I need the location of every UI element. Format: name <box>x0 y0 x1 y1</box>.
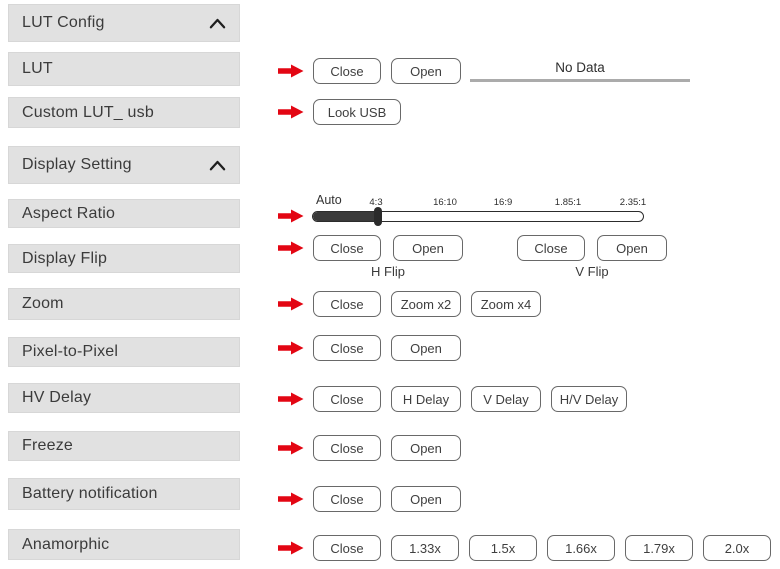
slider-track[interactable] <box>312 207 644 226</box>
aspect-ratio-arrow-row <box>278 209 313 223</box>
aspect-ratio-tick: 4:3 <box>369 197 383 208</box>
aspect-ratio-tick: 16:9 <box>493 197 513 208</box>
slider-thumb[interactable] <box>374 207 382 226</box>
sidebar-item-lut[interactable]: LUT <box>8 52 240 86</box>
v-flip-group: Close Open V Flip <box>517 235 667 279</box>
sidebar-item-label: Battery notification <box>22 485 158 502</box>
section-header-label: Display Setting <box>22 156 132 173</box>
anamorphic-controls-row: Close 1.33x 1.5x 1.66x 1.79x 2.0x <box>278 535 771 561</box>
freeze-close-button[interactable]: Close <box>313 435 381 461</box>
hv-delay-both-button[interactable]: H/V Delay <box>551 386 627 412</box>
section-header-lut-config[interactable]: LUT Config <box>8 4 240 42</box>
freeze-controls-row: Close Open <box>278 435 461 461</box>
h-flip-group: Close Open H Flip <box>313 235 463 279</box>
aspect-ratio-tick: 2.35:1 <box>619 197 647 208</box>
sidebar-item-pixel-to-pixel[interactable]: Pixel-to-Pixel <box>8 337 240 367</box>
red-right-arrow-icon <box>278 105 304 119</box>
anamorphic-close-button[interactable]: Close <box>313 535 381 561</box>
anamorphic-2-0x-button[interactable]: 2.0x <box>703 535 771 561</box>
zoom-x2-button[interactable]: Zoom x2 <box>391 291 461 317</box>
pixel-to-pixel-controls-row: Close Open <box>278 335 461 361</box>
sidebar-item-label: Aspect Ratio <box>22 204 116 222</box>
zoom-close-button[interactable]: Close <box>313 291 381 317</box>
sidebar-item-aspect-ratio[interactable]: Aspect Ratio <box>8 199 240 228</box>
slider-fill <box>313 212 379 221</box>
sidebar-item-label: Zoom <box>22 295 64 312</box>
lut-controls-row: Close Open <box>278 58 461 84</box>
anamorphic-1-66x-button[interactable]: 1.66x <box>547 535 615 561</box>
aspect-ratio-value-label: Auto <box>316 193 342 207</box>
v-flip-close-button[interactable]: Close <box>517 235 585 261</box>
aspect-ratio-slider[interactable]: Auto 4:3 16:10 16:9 1.85:1 2.35:1 <box>312 193 646 229</box>
h-flip-label: H Flip <box>371 264 405 279</box>
hv-delay-close-button[interactable]: Close <box>313 386 381 412</box>
red-right-arrow-icon <box>278 392 304 406</box>
display-flip-controls-row: Close Open H Flip Close Open V Flip <box>278 235 667 279</box>
h-flip-open-button[interactable]: Open <box>393 235 463 261</box>
freeze-open-button[interactable]: Open <box>391 435 461 461</box>
custom-lut-controls-row: Look USB <box>278 99 401 125</box>
sidebar-item-label: Anamorphic <box>22 535 110 553</box>
red-right-arrow-icon <box>278 341 304 355</box>
sidebar-item-label: Pixel-to-Pixel <box>22 343 119 360</box>
chevron-up-icon[interactable] <box>209 18 226 29</box>
anamorphic-1-33x-button[interactable]: 1.33x <box>391 535 459 561</box>
sidebar-item-label: LUT <box>22 60 53 77</box>
sidebar-item-freeze[interactable]: Freeze <box>8 431 240 461</box>
red-right-arrow-icon <box>278 441 304 455</box>
aspect-ratio-tick: 16:10 <box>433 197 457 208</box>
red-right-arrow-icon <box>278 64 304 78</box>
aspect-ratio-tick: 1.85:1 <box>554 197 582 208</box>
chevron-up-icon[interactable] <box>209 160 226 171</box>
pixel-to-pixel-open-button[interactable]: Open <box>391 335 461 361</box>
anamorphic-1-79x-button[interactable]: 1.79x <box>625 535 693 561</box>
battery-notification-close-button[interactable]: Close <box>313 486 381 512</box>
look-usb-button[interactable]: Look USB <box>313 99 401 125</box>
section-header-display-setting[interactable]: Display Setting <box>8 146 240 184</box>
sidebar-item-custom-lut[interactable]: Custom LUT_ usb <box>8 97 240 128</box>
sidebar-item-hv-delay[interactable]: HV Delay <box>8 383 240 413</box>
red-right-arrow-icon <box>278 541 304 555</box>
sidebar-item-label: Freeze <box>22 437 73 454</box>
h-flip-close-button[interactable]: Close <box>313 235 381 261</box>
red-right-arrow-icon <box>278 209 304 223</box>
red-right-arrow-icon <box>278 297 304 311</box>
section-header-label: LUT Config <box>22 14 105 31</box>
lut-status-text: No Data <box>555 60 605 75</box>
red-right-arrow-icon <box>278 492 304 506</box>
red-right-arrow-icon <box>278 241 304 255</box>
battery-notification-controls-row: Close Open <box>278 486 461 512</box>
v-flip-open-button[interactable]: Open <box>597 235 667 261</box>
lut-open-button[interactable]: Open <box>391 58 461 84</box>
hv-delay-controls-row: Close H Delay V Delay H/V Delay <box>278 386 627 412</box>
battery-notification-open-button[interactable]: Open <box>391 486 461 512</box>
v-flip-label: V Flip <box>575 264 609 279</box>
sidebar-item-zoom[interactable]: Zoom <box>8 288 240 320</box>
sidebar-item-anamorphic[interactable]: Anamorphic <box>8 529 240 560</box>
zoom-controls-row: Close Zoom x2 Zoom x4 <box>278 291 541 317</box>
lut-close-button[interactable]: Close <box>313 58 381 84</box>
sidebar-item-label: Display Flip <box>22 249 108 267</box>
h-delay-button[interactable]: H Delay <box>391 386 461 412</box>
sidebar-item-battery-notification[interactable]: Battery notification <box>8 478 240 510</box>
sidebar-item-label: Custom LUT_ usb <box>22 103 154 121</box>
anamorphic-1-5x-button[interactable]: 1.5x <box>469 535 537 561</box>
v-delay-button[interactable]: V Delay <box>471 386 541 412</box>
pixel-to-pixel-close-button[interactable]: Close <box>313 335 381 361</box>
sidebar-item-label: HV Delay <box>22 389 92 406</box>
lut-status-underline <box>470 79 690 82</box>
zoom-x4-button[interactable]: Zoom x4 <box>471 291 541 317</box>
sidebar-item-display-flip[interactable]: Display Flip <box>8 244 240 273</box>
